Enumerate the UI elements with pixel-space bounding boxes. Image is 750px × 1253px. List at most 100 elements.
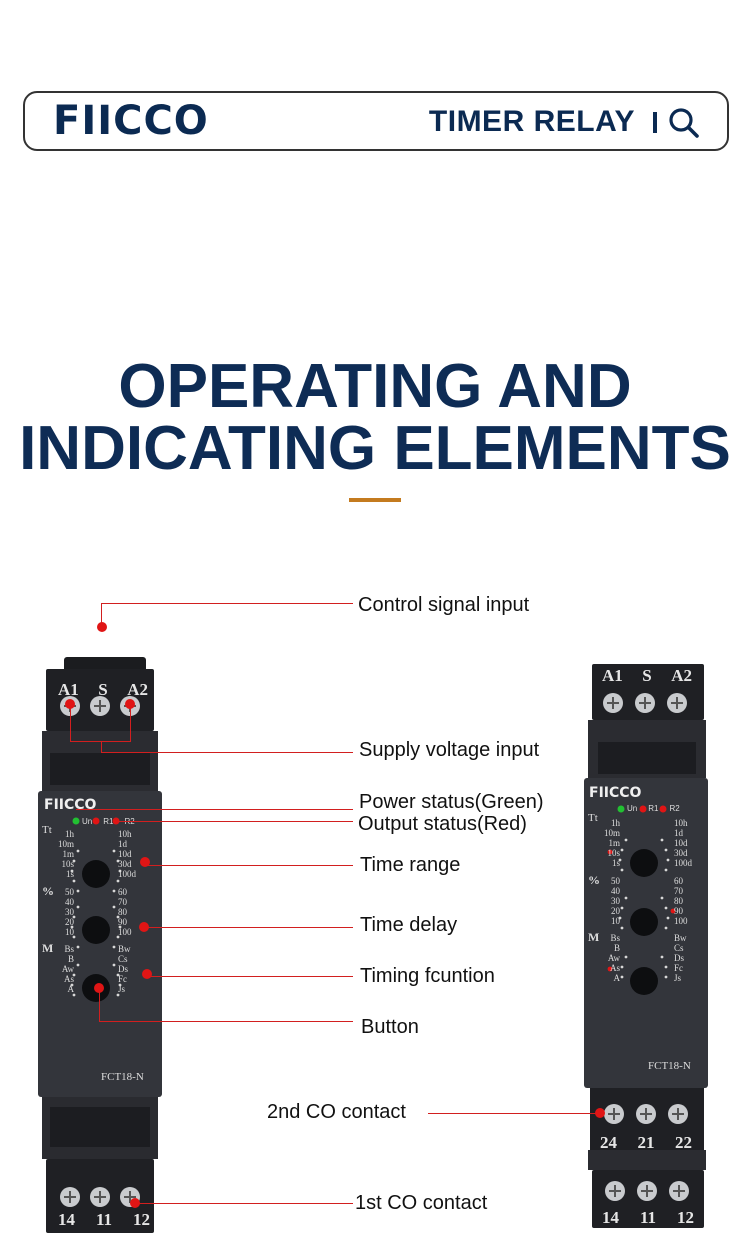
heading-accent-underline [349, 498, 401, 502]
scale-tick: Ds [674, 953, 685, 963]
left-func-mark: M [42, 941, 54, 955]
terminal-label: 12 [133, 1210, 150, 1229]
callout-line [145, 865, 353, 866]
scale-tick: Bs [610, 933, 620, 943]
scale-tick: 30d [118, 859, 132, 869]
right-time-range-left-scale: 1h 10m 1m 10s 1s [588, 818, 620, 868]
scale-tick: 10m [603, 828, 620, 838]
left-func-right-scale: Bw Cs Ds Fc Js [118, 944, 131, 994]
scale-tick: B [67, 954, 74, 964]
label-timing-function: Timing fcuntion [360, 965, 495, 987]
callout-marker [139, 922, 149, 932]
scale-tick: A [613, 973, 621, 983]
callout-line [130, 705, 131, 742]
scale-tick: Bw [118, 944, 131, 954]
scale-tick: 10 [611, 916, 620, 926]
callout-line [101, 752, 353, 753]
callout-marker [595, 1108, 605, 1118]
scale-tick: 60 [674, 876, 683, 886]
scale-tick: 20 [611, 906, 620, 916]
terminal-label: 24 [600, 1133, 617, 1152]
scale-tick: 1d [118, 839, 127, 849]
callout-line [136, 1203, 353, 1204]
callout-line [70, 741, 131, 742]
callout-marker [130, 1198, 140, 1208]
callout-line [101, 603, 353, 604]
scale-tick: 10h [674, 818, 688, 828]
scale-tick: Aw [61, 964, 74, 974]
scale-tick: Js [674, 973, 682, 983]
scale-tick: 1h [611, 818, 620, 828]
label-control-signal-input: Control signal input [358, 594, 530, 616]
search-icon[interactable] [667, 106, 701, 140]
scale-tick: 80 [118, 907, 127, 917]
right-device-model: FCT18-N [648, 1060, 691, 1072]
callout-line [118, 821, 353, 822]
scale-tick: 1h [65, 829, 74, 839]
label-power-status: Power status(Green) [359, 791, 544, 813]
left-time-range-mark: Tt [42, 824, 52, 836]
brand-logo[interactable]: FIICCO [53, 98, 209, 144]
scale-tick: 30 [65, 907, 74, 917]
scale-tick: 100 [674, 916, 688, 926]
terminal-label: 14 [602, 1208, 619, 1227]
scale-tick: 10d [118, 849, 132, 859]
left-top-terminal-labels: A1 S A2 [58, 680, 148, 700]
scale-tick: 100d [674, 858, 692, 868]
scale-tick: 1m [62, 849, 74, 859]
callout-line [76, 809, 353, 810]
right-delay-right-scale: 60 70 80 90 100 [674, 876, 688, 926]
left-device-model: FCT18-N [101, 1071, 144, 1083]
led-label: Un [627, 804, 638, 813]
label-1st-co-contact: 1st CO contact [355, 1192, 488, 1214]
scale-tick: 70 [674, 886, 683, 896]
scale-tick: 40 [611, 886, 620, 896]
scale-tick: 10m [57, 839, 74, 849]
right-func-left-scale: Bs B Aw As A [588, 933, 620, 983]
callout-line [99, 1021, 353, 1022]
scale-tick: A [67, 984, 75, 994]
callout-marker [125, 699, 135, 709]
scale-tick: 90 [674, 906, 683, 916]
callout-line [101, 603, 102, 627]
led-label: R1 [103, 817, 114, 826]
header-divider [653, 112, 657, 133]
terminal-label: A2 [127, 680, 148, 699]
terminal-label: A1 [602, 666, 623, 685]
relay-device-right [584, 664, 708, 1228]
right-device-brand: FIICCO [589, 785, 642, 801]
left-func-left-scale: Bs B Aw As A [44, 944, 74, 994]
heading-line-1: OPERATING AND [118, 352, 632, 421]
callout-line [99, 990, 100, 1022]
left-time-range-right-scale: 10h 1d 10d 30d 100d [118, 829, 136, 879]
scale-tick: As [63, 974, 74, 984]
header-title: TIMER RELAY [428, 105, 635, 138]
led-label: R2 [669, 804, 680, 813]
callout-line [428, 1113, 600, 1114]
right-time-range-mark: Tt [588, 812, 598, 824]
scale-tick: 10s [607, 848, 620, 858]
right-top-terminal-labels: A1 S A2 [602, 666, 692, 686]
scale-tick: 10h [118, 829, 132, 839]
scale-tick: Aw [607, 953, 620, 963]
scale-tick: Cs [674, 943, 684, 953]
label-time-range: Time range [360, 854, 461, 876]
right-delay-mark: % [588, 873, 600, 887]
label-supply-voltage-input: Supply voltage input [359, 739, 540, 761]
terminal-label: 11 [95, 1210, 113, 1229]
callout-marker [97, 622, 107, 632]
right-bottom-terminal-labels: 14 11 12 [602, 1208, 694, 1228]
scale-tick: 30d [674, 848, 688, 858]
scale-tick: 10d [674, 838, 688, 848]
scale-tick: 70 [118, 897, 127, 907]
terminal-label: A1 [58, 680, 79, 699]
scale-tick: 40 [65, 897, 74, 907]
left-time-range-left-scale: 1h 10m 1m 10s 1s [44, 829, 74, 879]
label-output-status: Output status(Red) [358, 813, 527, 835]
callout-line [70, 705, 71, 742]
scale-tick: 1m [608, 838, 620, 848]
terminal-label: 12 [677, 1208, 694, 1227]
scale-tick: 10s [61, 859, 74, 869]
led-label: Un [82, 817, 93, 826]
terminal-label: S [642, 666, 652, 685]
